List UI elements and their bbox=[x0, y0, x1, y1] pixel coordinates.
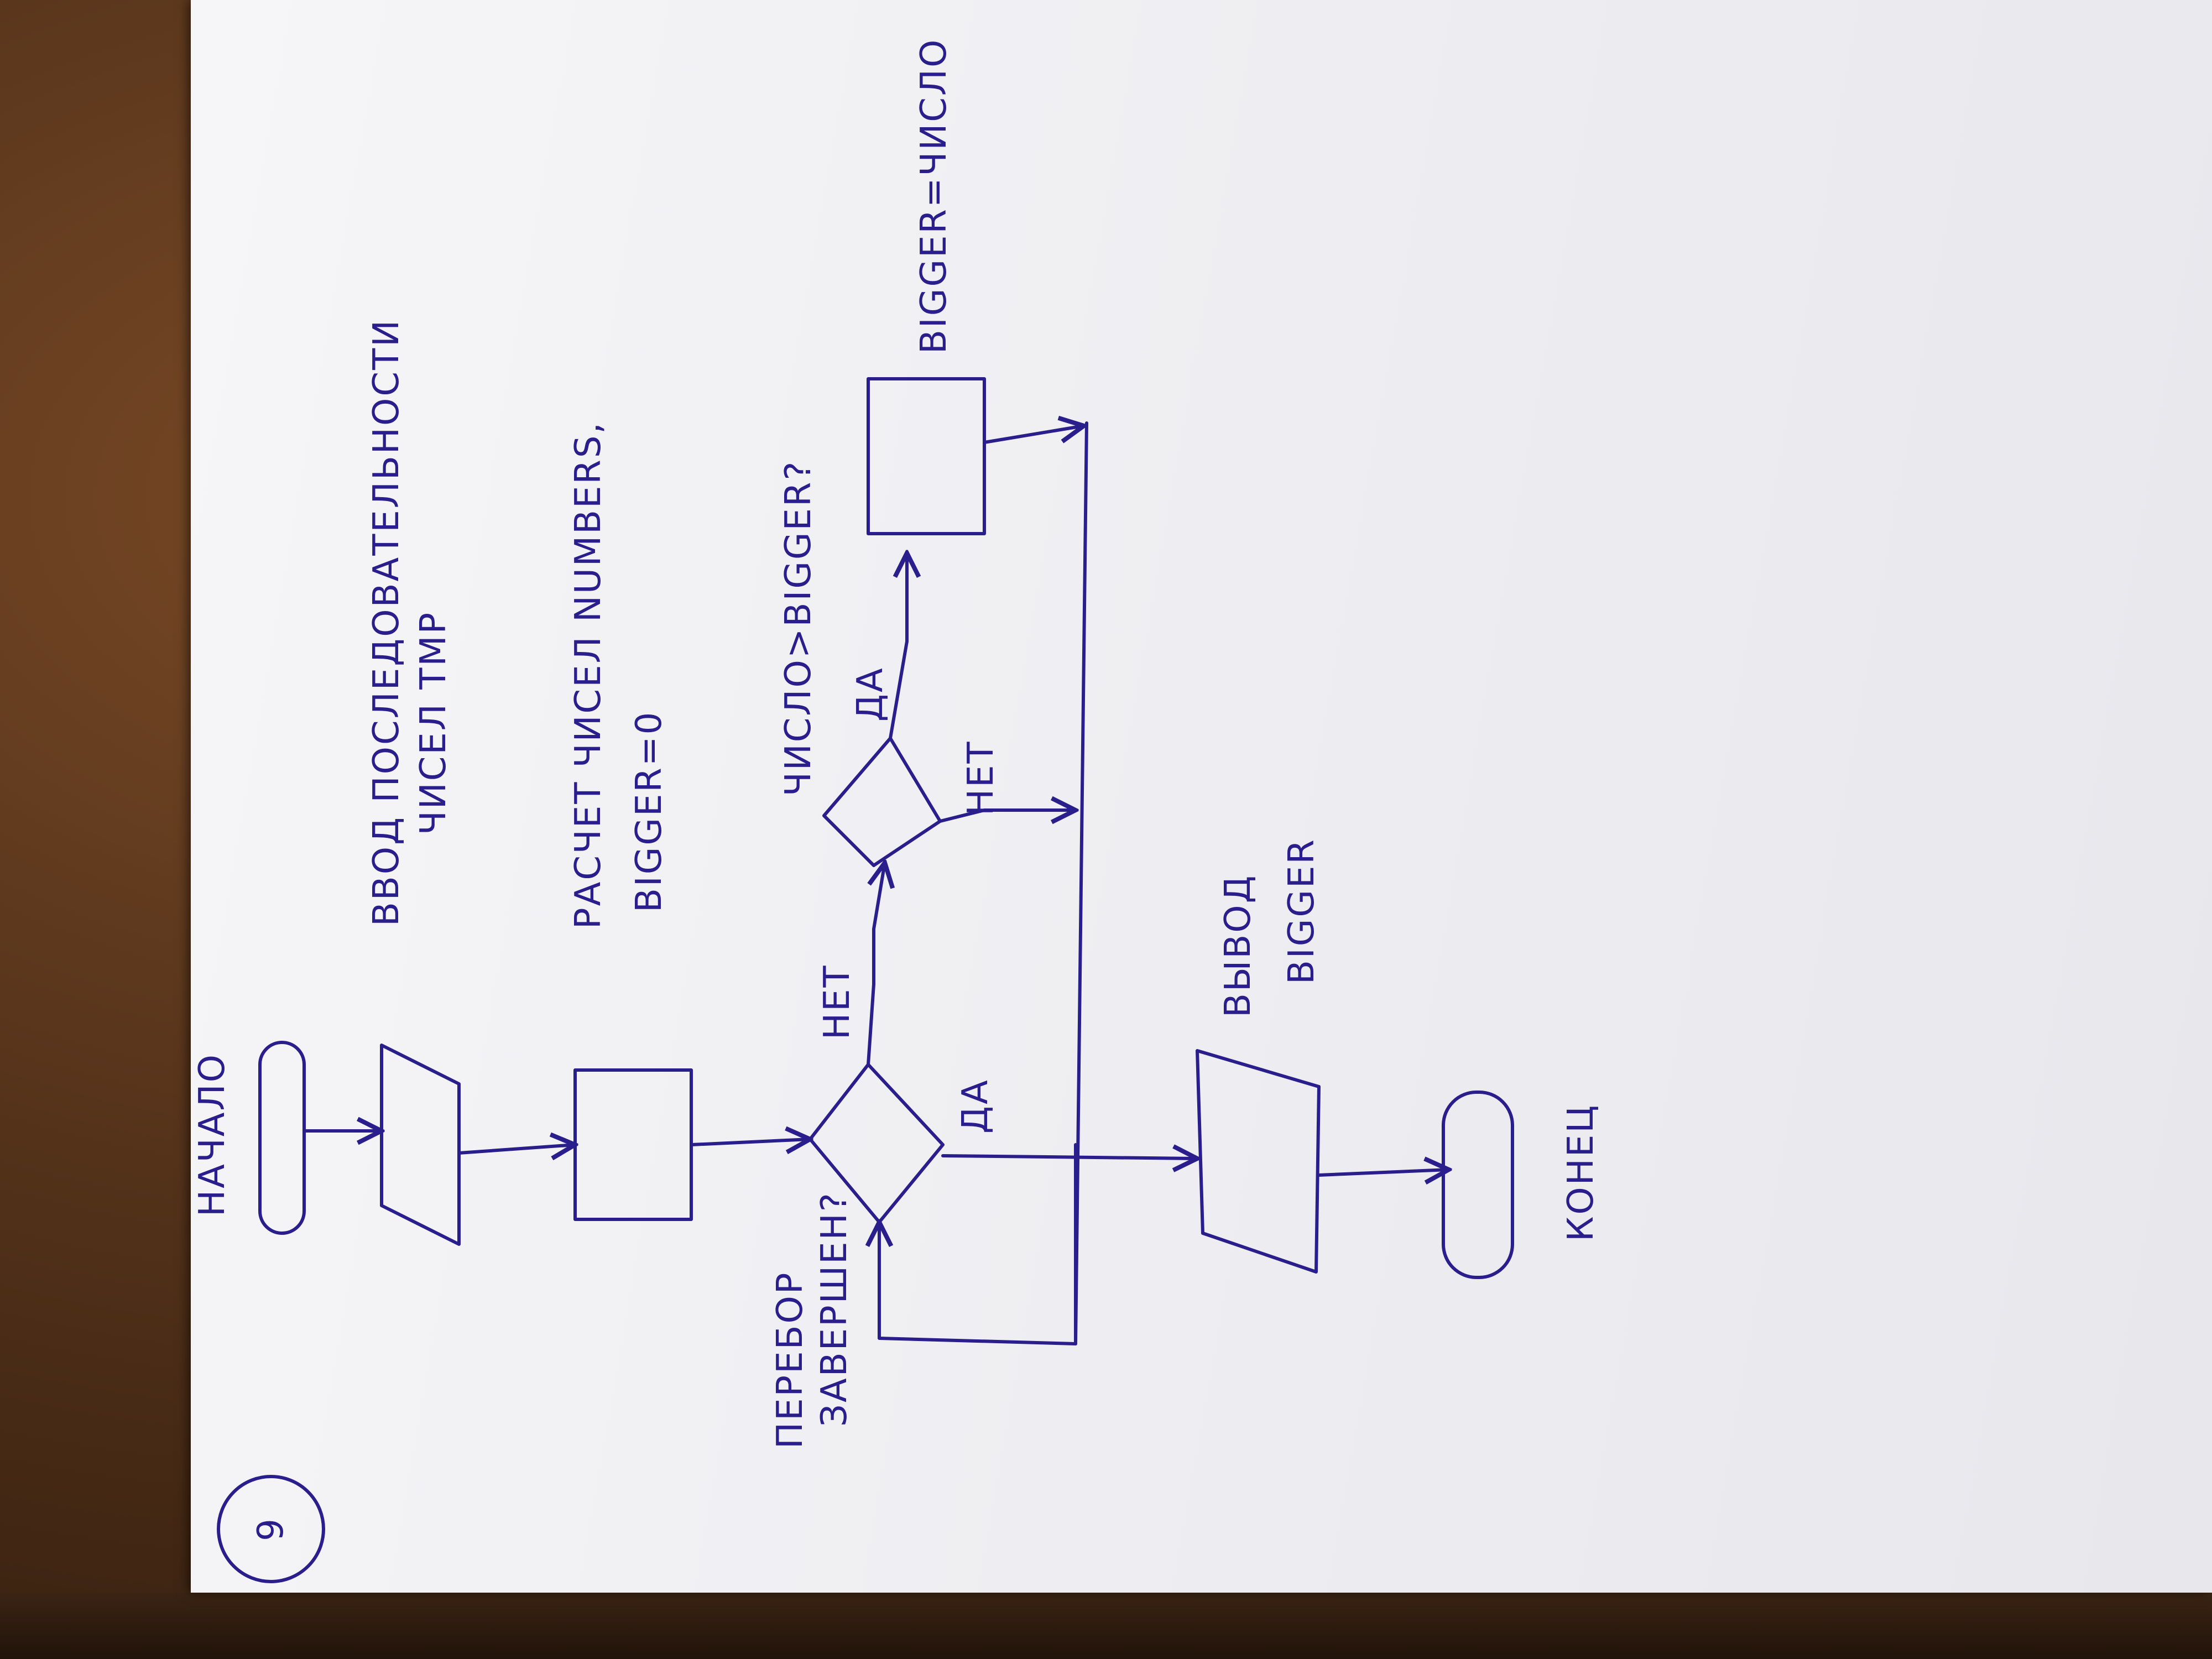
compare-question: ЧИСЛО>BIGGER? bbox=[778, 460, 819, 796]
arrow-compare-yes-to-assign bbox=[889, 553, 907, 740]
desk-edge bbox=[0, 1593, 2212, 1659]
loop-decision-diamond bbox=[808, 1063, 945, 1224]
arrow-compare-no-to-collector bbox=[938, 810, 1076, 821]
output-label-line2: BIGGER bbox=[1281, 838, 1322, 984]
arrow-output-to-end bbox=[1317, 1170, 1449, 1175]
loop-question-line2: ЗАВЕРШЕН? bbox=[814, 1191, 855, 1427]
process-rectangle bbox=[573, 1068, 693, 1221]
arrow-loop-no-to-compare bbox=[867, 863, 885, 1066]
loop-question-line1: ПЕРЕБОР bbox=[770, 1271, 811, 1449]
arrow-input-to-process bbox=[457, 1145, 575, 1153]
collector-line bbox=[1074, 421, 1088, 1345]
loop-yes-label: ДА bbox=[955, 1078, 996, 1134]
assign-label: BIGGER=ЧИСЛО bbox=[914, 38, 954, 354]
process-label-line1: РАСЧЕТ ЧИСЕЛ NUMBERS, bbox=[568, 421, 609, 929]
output-parallelogram bbox=[1196, 1049, 1321, 1274]
compare-yes-label: ДА bbox=[850, 666, 891, 722]
loop-no-label: НЕТ bbox=[817, 964, 858, 1040]
paper-sheet bbox=[191, 0, 2212, 1593]
process-label-line2: BIGGER=0 bbox=[629, 711, 670, 912]
input-parallelogram bbox=[380, 1044, 461, 1246]
arrow-assign-to-collector bbox=[983, 426, 1084, 444]
start-label: НАЧАЛО bbox=[192, 1053, 233, 1217]
end-terminal bbox=[1442, 1091, 1514, 1279]
compare-no-label: НЕТ bbox=[961, 740, 1001, 816]
output-label-line1: ВЫВОД bbox=[1218, 874, 1259, 1018]
start-terminal bbox=[258, 1041, 306, 1235]
input-label-line1: ВВОД ПОСЛЕДОВАТЕЛЬНОСТИ bbox=[366, 319, 407, 926]
arrow-process-to-loop bbox=[690, 1139, 810, 1145]
compare-decision-diamond bbox=[822, 737, 942, 867]
arrow-loop-yes-to-output bbox=[941, 1156, 1197, 1159]
loop-return-path bbox=[879, 1143, 1077, 1345]
input-label-line2: ЧИСЕЛ TMP bbox=[413, 611, 454, 835]
page-number: 9 bbox=[251, 1517, 291, 1541]
page-number-circle bbox=[217, 1475, 325, 1583]
end-label: КОНЕЦ bbox=[1561, 1104, 1601, 1241]
assign-rectangle bbox=[867, 377, 986, 535]
